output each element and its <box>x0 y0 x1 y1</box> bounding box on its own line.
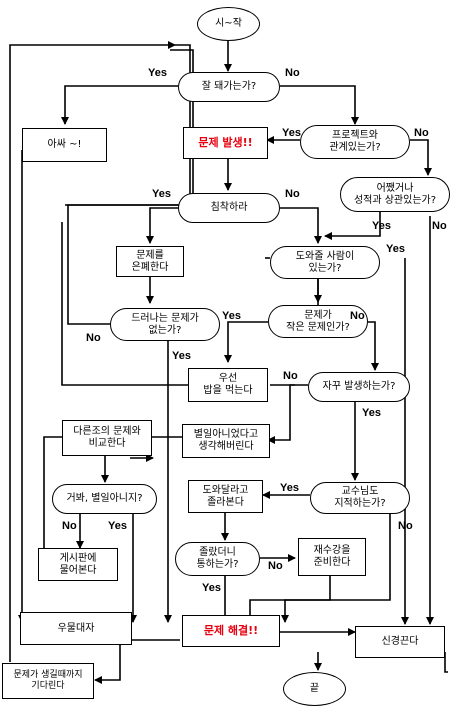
decision-project-related-label: 프로젝트와 관계있는가? <box>329 130 381 153</box>
edge-label-no: No <box>268 560 283 572</box>
edge-label-no: No <box>350 310 365 322</box>
decision-visible: 드러나는 문제가 없는가? <box>110 308 220 341</box>
edge-label-yes: Yes <box>282 127 301 139</box>
start-label: 시~작 <box>215 18 242 29</box>
box-problem-solved-label: 문제 해결!! <box>203 624 259 637</box>
box-nervous: 신경끈다 <box>355 626 445 658</box>
decision-stay-calm: 침착하라 <box>178 193 280 223</box>
decision-frequent-label: 자꾸 발생하는가? <box>322 381 396 392</box>
box-hide-problem-label: 문제를 은폐한다 <box>131 249 169 273</box>
decision-project-related: 프로젝트와 관계있는가? <box>300 125 410 159</box>
box-eat-first: 우선 밥을 먹는다 <box>188 368 268 402</box>
decision-no-big-deal-label: 거봐, 별일아니지? <box>66 493 143 504</box>
box-retake: 재수강을 준비한다 <box>298 538 366 576</box>
decision-professor: 교수님도 지적하는가? <box>310 482 410 514</box>
decision-grade-related: 어쨌거나 성적과 상관있는가? <box>340 177 450 212</box>
edge-label-yes: Yes <box>148 67 167 79</box>
edge-label-no: No <box>283 370 298 382</box>
edge-label-no: No <box>414 127 429 139</box>
box-problem-solved: 문제 해결!! <box>182 615 280 647</box>
edge-label-yes: Yes <box>152 188 171 200</box>
decision-frequent: 자꾸 발생하는가? <box>308 372 410 402</box>
box-board-post-label: 게시판에 물어본다 <box>59 552 97 576</box>
decision-helper-label: 도와줄 사람이 있는가? <box>295 250 355 274</box>
box-nervous-label: 신경끈다 <box>381 636 419 647</box>
box-aha-label: 아싸 ~! <box>47 139 82 150</box>
edge-label-no: No <box>62 520 77 532</box>
decision-pestered: 졸랐더니 통하는가? <box>175 542 260 576</box>
box-ask-help: 도와달라고 졸라본다 <box>188 480 263 513</box>
box-problem-occurs-label: 문제 발생!! <box>198 136 253 149</box>
decision-going-well-label: 잘 돼가는가? <box>201 81 257 92</box>
decision-small-label: 문제가 작은 문제인가? <box>286 309 350 333</box>
decision-pestered-label: 졸랐더니 통하는가? <box>196 547 239 570</box>
decision-going-well: 잘 돼가는가? <box>178 72 280 102</box>
box-eat-first-label: 우선 밥을 먹는다 <box>203 373 253 396</box>
edge-label-no: No <box>285 67 300 79</box>
edge-label-yes: Yes <box>222 310 241 322</box>
edge-label-yes: Yes <box>386 243 405 255</box>
edge-label-yes: Yes <box>372 220 391 232</box>
decision-visible-label: 드러나는 문제가 없는가? <box>131 312 199 336</box>
box-mumble: 우물대자 <box>20 612 132 645</box>
edge-label-yes: Yes <box>202 582 221 594</box>
box-retake-label: 재수강을 준비한다 <box>313 545 351 568</box>
decision-small: 문제가 작은 문제인가? <box>268 305 368 338</box>
decision-helper: 도와줄 사람이 있는가? <box>270 246 380 279</box>
box-hide-problem: 문제를 은폐한다 <box>116 246 184 277</box>
box-think-nothing-label: 별일아니었다고 생각해버린다 <box>193 429 259 452</box>
box-compare-label: 다른조의 문제와 비교한다 <box>73 426 141 449</box>
end-terminal: 끝 <box>283 672 346 706</box>
box-wait: 문제가 생길때까지 기다린다 <box>2 663 94 699</box>
decision-professor-label: 교수님도 지적하는가? <box>334 486 386 509</box>
edge-label-yes: Yes <box>172 350 191 362</box>
decision-grade-related-label: 어쨌거나 성적과 상관있는가? <box>353 182 437 206</box>
edge-label-no: No <box>398 520 413 532</box>
box-board-post: 게시판에 물어본다 <box>38 548 118 581</box>
edge-label-no: No <box>285 188 300 200</box>
edge-label-yes: Yes <box>108 520 127 532</box>
box-aha: 아싸 ~! <box>22 128 107 162</box>
box-problem-occurs: 문제 발생!! <box>183 127 268 159</box>
edge-label-yes: Yes <box>280 482 299 494</box>
edge-label-no: No <box>86 332 101 344</box>
box-wait-label: 문제가 생길때까지 기다린다 <box>13 670 83 691</box>
edge-label-yes: Yes <box>362 407 381 419</box>
edge-label-no: No <box>432 220 447 232</box>
decision-no-big-deal: 거봐, 별일아니지? <box>52 484 157 514</box>
box-think-nothing: 별일아니었다고 생각해버린다 <box>182 424 270 458</box>
box-compare: 다른조의 문제와 비교한다 <box>62 420 152 456</box>
decision-stay-calm-label: 침착하라 <box>210 202 248 213</box>
end-label: 끝 <box>309 683 320 694</box>
box-mumble-label: 우물대자 <box>57 622 95 634</box>
start-terminal: 시~작 <box>197 7 260 41</box>
box-ask-help-label: 도와달라고 졸라본다 <box>202 484 249 508</box>
